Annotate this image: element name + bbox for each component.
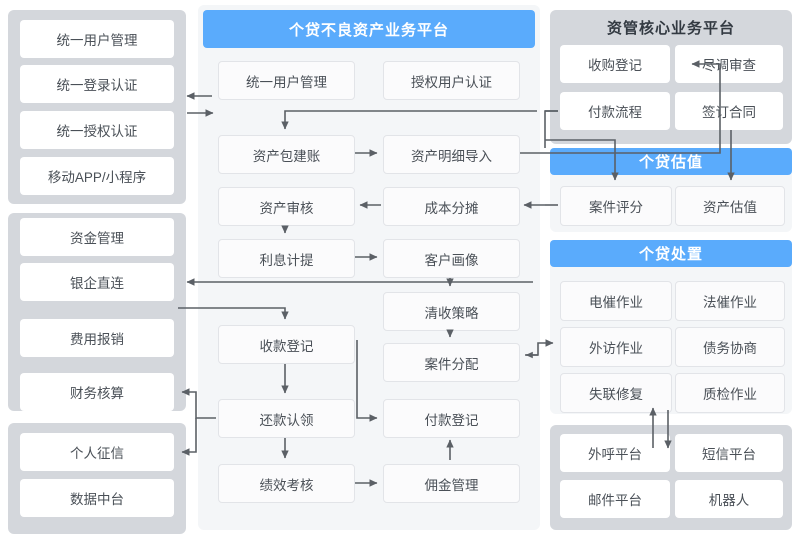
- right-valuation-title: 个贷估值: [550, 148, 792, 175]
- node-expense-reimbursement[interactable]: 费用报销: [20, 319, 174, 357]
- center-platform-title: 个贷不良资产业务平台: [203, 10, 535, 48]
- node-unified-login-auth[interactable]: 统一登录认证: [20, 65, 174, 103]
- node-personal-credit[interactable]: 个人征信: [20, 433, 174, 471]
- node-mobile-app-miniprogram[interactable]: 移动APP/小程序: [20, 157, 174, 195]
- node-performance-appraisal[interactable]: 绩效考核: [218, 464, 355, 503]
- node-case-scoring[interactable]: 案件评分: [560, 186, 672, 226]
- node-outbound-call-platform[interactable]: 外呼平台: [560, 434, 670, 472]
- node-sms-platform[interactable]: 短信平台: [675, 434, 783, 472]
- node-asset-package-account[interactable]: 资产包建账: [218, 135, 355, 174]
- node-collection-strategy[interactable]: 清收策略: [383, 292, 520, 331]
- node-field-visit[interactable]: 外访作业: [560, 327, 672, 367]
- node-unified-user-management-left[interactable]: 统一用户管理: [20, 20, 174, 58]
- node-commission-management[interactable]: 佣金管理: [383, 464, 520, 503]
- node-acquisition-registration[interactable]: 收购登记: [560, 45, 670, 83]
- node-quality-inspection[interactable]: 质检作业: [675, 373, 785, 413]
- node-payment-registration[interactable]: 付款登记: [383, 399, 520, 438]
- node-case-assignment[interactable]: 案件分配: [383, 343, 520, 382]
- node-payment-process[interactable]: 付款流程: [560, 92, 670, 130]
- node-email-platform[interactable]: 邮件平台: [560, 480, 670, 518]
- node-financial-accounting[interactable]: 财务核算: [20, 373, 174, 411]
- node-authorized-user-auth[interactable]: 授权用户认证: [383, 61, 520, 100]
- node-asset-review[interactable]: 资产审核: [218, 187, 355, 226]
- node-legal-collection[interactable]: 法催作业: [675, 281, 785, 321]
- node-cost-allocation[interactable]: 成本分摊: [383, 187, 520, 226]
- node-phone-collection[interactable]: 电催作业: [560, 281, 672, 321]
- node-customer-profile[interactable]: 客户画像: [383, 239, 520, 278]
- node-robot[interactable]: 机器人: [675, 480, 783, 518]
- node-interest-accrual[interactable]: 利息计提: [218, 239, 355, 278]
- node-debt-negotiation[interactable]: 债务协商: [675, 327, 785, 367]
- node-bank-enterprise-direct[interactable]: 银企直连: [20, 263, 174, 301]
- node-due-diligence-review[interactable]: 尽调审查: [675, 45, 783, 83]
- node-sign-contract[interactable]: 签订合同: [675, 92, 783, 130]
- node-asset-detail-import[interactable]: 资产明细导入: [383, 135, 520, 174]
- node-repayment-claim[interactable]: 还款认领: [218, 399, 355, 438]
- node-data-middle-platform[interactable]: 数据中台: [20, 479, 174, 517]
- node-fund-management[interactable]: 资金管理: [20, 218, 174, 256]
- node-lost-contact-repair[interactable]: 失联修复: [560, 373, 672, 413]
- node-asset-valuation[interactable]: 资产估值: [675, 186, 785, 226]
- node-receipt-registration[interactable]: 收款登记: [218, 325, 355, 364]
- node-unified-authorization-auth[interactable]: 统一授权认证: [20, 111, 174, 149]
- node-unified-user-management-center[interactable]: 统一用户管理: [218, 61, 355, 100]
- right-disposal-title: 个贷处置: [550, 240, 792, 267]
- right-core-platform-title: 资管核心业务平台: [606, 19, 735, 37]
